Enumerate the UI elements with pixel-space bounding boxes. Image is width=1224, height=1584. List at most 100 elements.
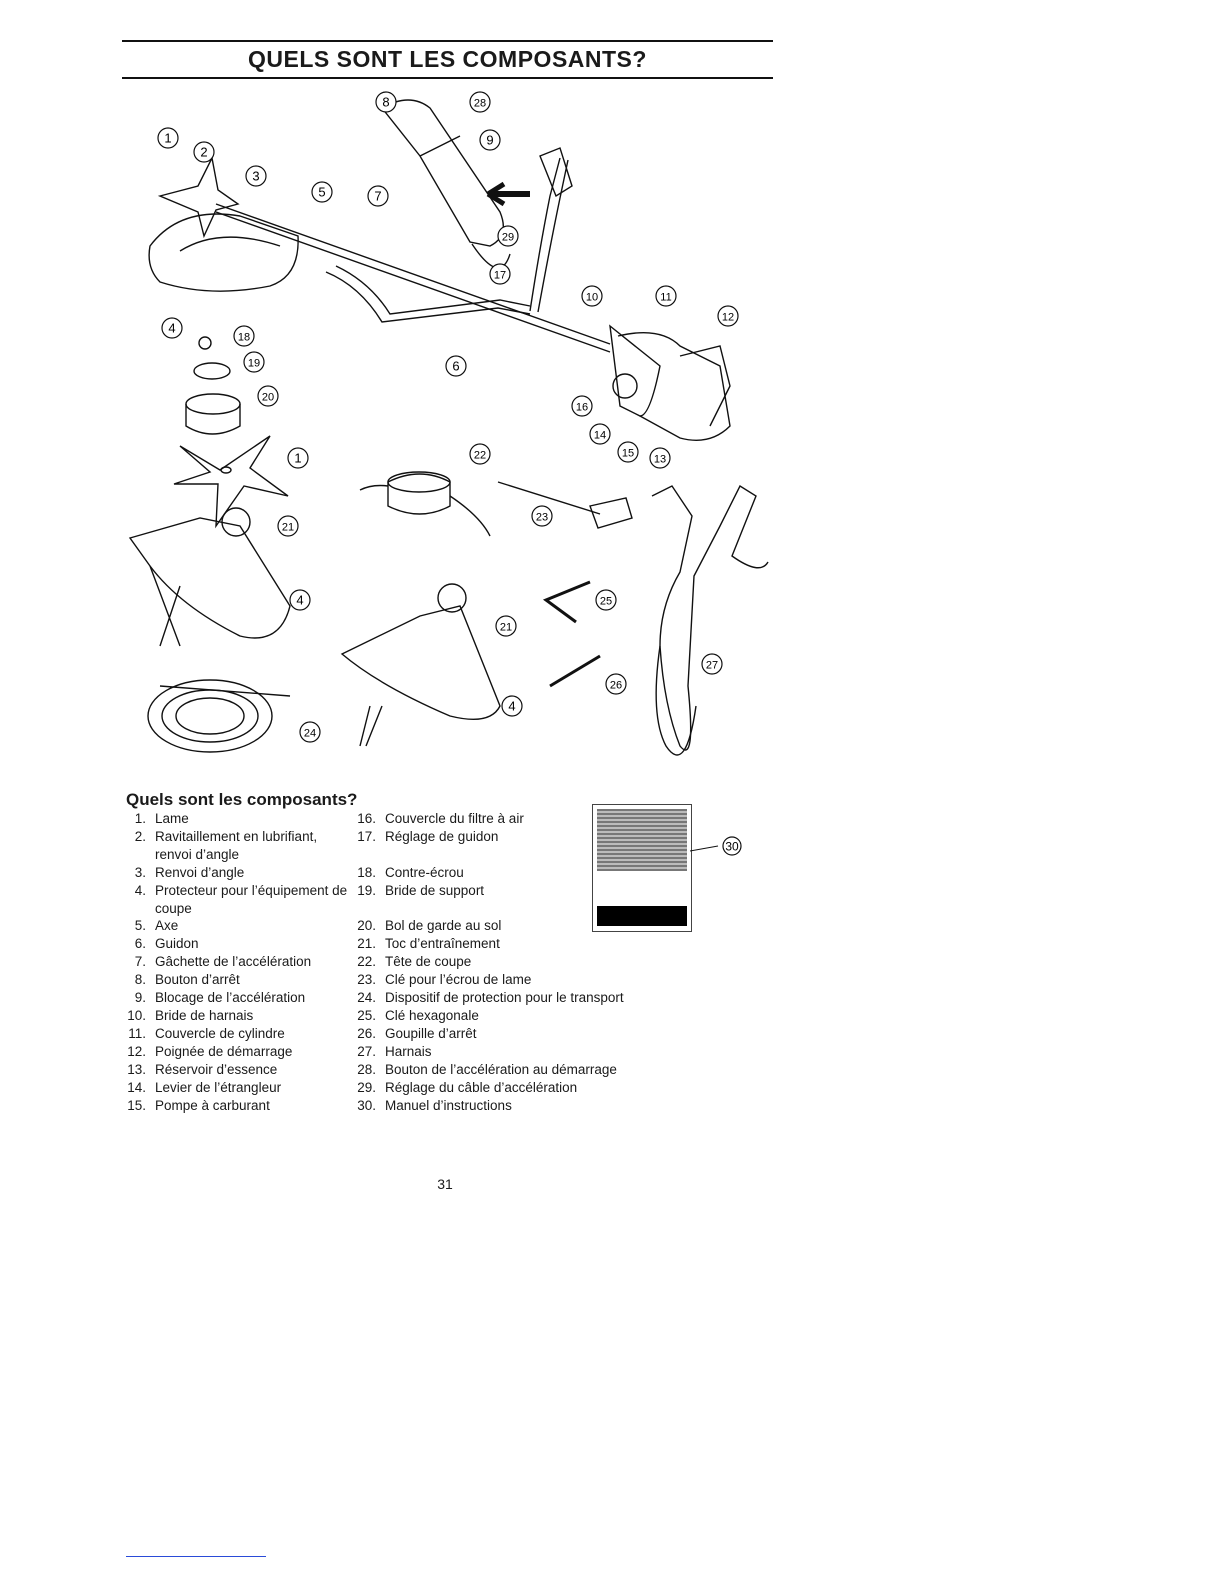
callout-label: 10 [586,292,598,304]
callout-label: 26 [610,680,622,692]
list-item-label: Bride de support [385,882,485,898]
callout-15: 15 [617,441,639,463]
callout-5: 5 [311,181,333,203]
callout-label: 17 [494,270,506,282]
callout-label: 22 [474,450,486,462]
list-item-number: 3. [134,864,146,880]
manual-text-block [597,809,687,871]
callout-label: 1 [294,451,301,466]
callout-1: 1 [157,127,179,149]
list-item: 4.Protecteur pour l’équipement de coupe [126,882,350,918]
blade [173,435,289,529]
list-item-number: 23. [357,972,376,988]
guard-top [148,213,299,292]
callout-28: 28 [469,91,491,113]
list-item-number: 13. [127,1061,146,1077]
callout-label: 1 [164,131,171,146]
callout-20: 20 [257,385,279,407]
blade-top [157,155,240,239]
list-item-number [350,900,385,918]
callout-label: 29 [502,232,514,244]
callout-23: 23 [531,505,553,527]
callout-27: 27 [701,653,723,675]
list-item: 24. Dispositif de protection pour le tran… [350,989,680,1007]
list-item-label: Bride de harnais [155,1007,254,1023]
callout-label: 12 [722,312,734,324]
callout-16: 16 [571,395,593,417]
list-item-number: 14. [127,1079,146,1095]
callout-14: 14 [589,423,611,445]
list-item-label: Protecteur pour l’équipement de coupe [155,882,348,916]
list-item-number: 24. [357,990,376,1006]
list-item-label: Ravitaillement en lubrifiant, renvoi d’a… [155,828,318,862]
list-item-label: Dispositif de protection pour le transpo… [385,990,624,1006]
list-item-number: 15. [127,1097,146,1113]
list-item-number: 11. [128,1025,146,1041]
top-rule [122,40,773,42]
page-title: QUELS SONT LES COMPOSANTS? [248,46,647,72]
callout-19: 19 [243,351,265,373]
callout-12: 12 [717,305,739,327]
list-item: 11.Couvercle de cylindre [126,1025,350,1043]
list-item: 5.Axe [126,917,350,935]
list-item: 27. Harnais [350,1043,680,1061]
callout-label: 25 [600,596,612,608]
list-item: 25.Clé hexagonale [350,1007,680,1025]
callout-label: 21 [500,622,512,634]
callout-label: 20 [262,392,274,404]
callout-label: 4 [168,321,175,336]
list-item-label: Bol de garde au sol [385,918,502,934]
list-item-number: 2. [134,828,146,844]
list-item-number: 16. [357,811,376,826]
list-item: 6.Guidon [126,935,350,953]
callout-label: 4 [296,593,303,608]
callout-29: 29 [497,225,519,247]
socket-wrench [497,481,601,515]
list-item-number: 25. [357,1007,376,1023]
list-item: 22.Tête de coupe [350,953,680,971]
shaft [215,203,611,345]
list-item: 13.Réservoir d’essence [126,1061,350,1079]
callout-label: 27 [706,660,718,672]
throttle-handle [380,99,504,247]
list-item-number: 8. [134,972,146,988]
list-item-number: 9. [134,990,146,1006]
list-item-number [350,846,385,864]
callout-21: 21 [495,615,517,637]
callout-6: 6 [445,355,467,377]
list-item: 8.Bouton d’arrêt [126,971,350,989]
trimmer-head [387,473,451,515]
callout-label: 3 [252,169,259,184]
callout-label: 4 [508,699,515,714]
callout-18: 18 [233,325,255,347]
list-item-label: Manuel d’instructions [385,1097,512,1113]
footer-link-line [126,1556,266,1557]
list-item-number: 22. [357,954,376,970]
list-item: 15.Pompe à carburant [126,1097,350,1115]
callout-11: 11 [655,285,677,307]
list-item: 12.Poignée de démarrage [126,1043,350,1061]
list-item: 20.Bol de garde au sol [350,917,680,935]
list-item-label: Réglage du câble d’accélération [385,1079,578,1095]
callout-label: 23 [536,512,548,524]
list-item-label: Renvoi d’angle [155,864,245,880]
transport-guard [147,679,273,753]
callout-4: 4 [161,317,183,339]
list-item-number: 26. [357,1025,376,1041]
instruction-manual-illustration [592,804,692,932]
page-number: 31 [437,1176,453,1192]
list-item: 7.Gâchette de l’accélération [126,953,350,971]
list-item-number: 10. [127,1007,146,1023]
list-item-number: 12. [127,1043,146,1059]
list-item: 17.Réglage de guidon [350,828,680,846]
list-item-number: 17. [357,828,376,844]
title-underline [122,77,773,79]
list-item-label: Harnais [385,1043,432,1059]
list-item-number: 18. [357,864,376,880]
callout-4: 4 [501,695,523,717]
callout-7: 7 [367,185,389,207]
list-item-number: 27. [357,1043,376,1059]
list-item: 30.Manuel d’instructions [350,1097,680,1115]
